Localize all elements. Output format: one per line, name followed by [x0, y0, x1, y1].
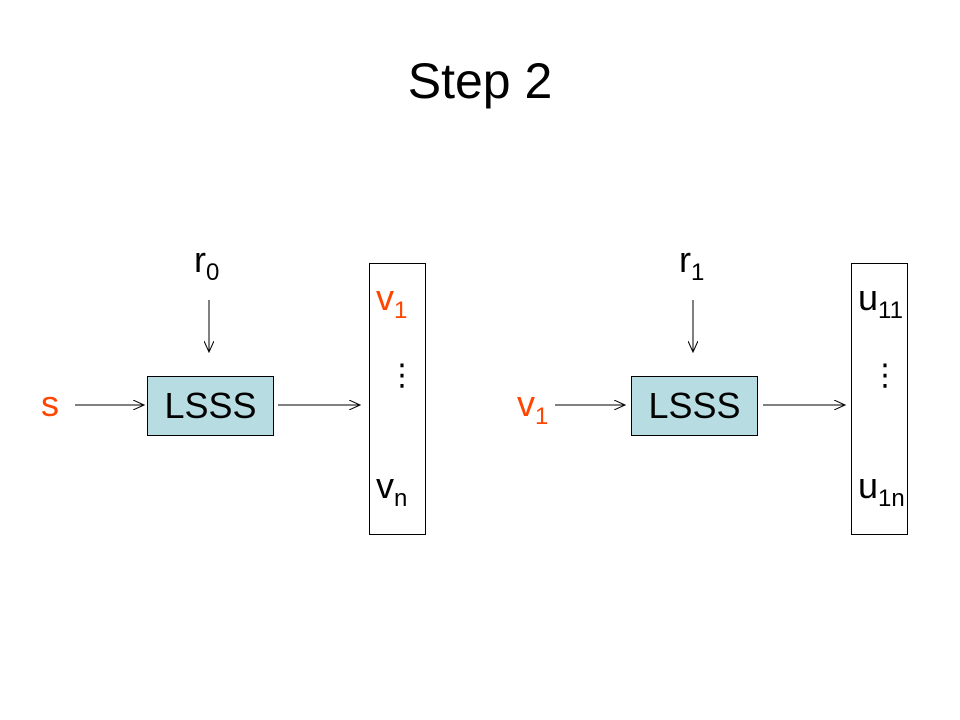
- share-subscript: n: [394, 485, 408, 512]
- share-v1: v1: [376, 277, 407, 323]
- vertical-ellipsis-left: ⋮: [387, 359, 417, 392]
- share-subscript: 1: [394, 297, 408, 324]
- share-u11: u11: [858, 277, 903, 323]
- secret-input-s: s: [41, 386, 59, 422]
- share-base: u: [858, 465, 879, 506]
- share-subscript: 11: [878, 297, 903, 324]
- share-base: v: [376, 465, 394, 506]
- input-base: v: [517, 383, 535, 424]
- randomness-base: r: [679, 239, 691, 280]
- randomness-r1: r1: [679, 239, 704, 285]
- share-base: u: [858, 277, 879, 318]
- share-subscript: 1n: [878, 485, 905, 512]
- share-vector-box-left: [369, 263, 426, 535]
- vertical-ellipsis-right: ⋮: [870, 359, 900, 392]
- slide-title: Step 2: [407, 53, 553, 109]
- randomness-r0: r0: [194, 239, 219, 285]
- input-subscript: 1: [535, 403, 549, 430]
- randomness-subscript: 1: [691, 259, 705, 286]
- randomness-subscript: 0: [206, 259, 220, 286]
- input-v1: v1: [517, 383, 548, 429]
- secret-label: s: [41, 383, 59, 424]
- randomness-base: r: [194, 239, 206, 280]
- lsss-box-left: LSSS: [147, 376, 274, 436]
- share-vn: vn: [376, 465, 407, 511]
- share-u1n: u1n: [858, 465, 905, 511]
- lsss-box-right: LSSS: [631, 376, 758, 436]
- share-vector-box-right: [851, 263, 908, 535]
- share-base: v: [376, 277, 394, 318]
